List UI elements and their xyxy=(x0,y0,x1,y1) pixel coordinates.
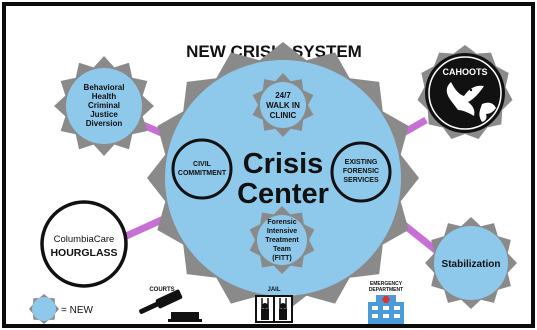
legend-new-swatch xyxy=(32,297,56,321)
fitt-line3: Treatment xyxy=(265,237,299,244)
fitt-node: Forensic Intensive Treatment Team (FITT) xyxy=(249,206,315,274)
columbiacare-node: ColumbiaCare HOURGLASS xyxy=(40,200,128,288)
columbiacare-logo xyxy=(40,200,128,288)
existing-forensic-services-line1: EXISTING xyxy=(345,159,378,166)
walk-in-clinic-node: 24/7 WALK IN CLINIC xyxy=(252,73,314,137)
fitt-line5: (FITT) xyxy=(272,255,291,262)
behavioral-health-line3: Criminal xyxy=(88,101,120,110)
crisis-center-label-line1: Crisis xyxy=(243,148,324,180)
walk-in-clinic-circle xyxy=(260,82,306,128)
crisis-system-diagram: NEW CRISIS SYSTEM Crisis Center 24/7 WAL… xyxy=(29,42,517,324)
columbiacare-label-line1: ColumbiaCare xyxy=(54,234,115,245)
behavioral-health-line1: Behavioral xyxy=(84,83,125,92)
crisis-center-label-line2: Center xyxy=(237,178,329,210)
civil-commitment-line2: COMMITMENT xyxy=(178,170,227,177)
legend: = NEW xyxy=(29,294,94,324)
legend-label: = NEW xyxy=(61,305,94,316)
courts-label: COURTS xyxy=(149,287,174,293)
civil-commitment-node: CIVIL COMMITMENT xyxy=(171,138,233,200)
walk-in-clinic-line1: 24/7 xyxy=(275,91,291,100)
behavioral-health-line4: Justice xyxy=(90,110,118,119)
walk-in-clinic-line3: CLINIC xyxy=(270,111,297,120)
gavel-icon xyxy=(139,289,202,322)
existing-forensic-services-line3: SERVICES xyxy=(343,177,379,184)
walk-in-clinic-line2: WALK IN xyxy=(266,101,300,110)
fitt-line2: Intensive xyxy=(267,228,297,235)
stabilization-label: Stabilization xyxy=(442,259,501,270)
emergency-department-line1: EMERGENCY xyxy=(370,281,403,287)
columbiacare-label-line2: HOURGLASS xyxy=(50,247,117,259)
jail-bars-icon xyxy=(255,295,293,323)
civil-commitment-line1: CIVIL xyxy=(193,161,212,168)
hospital-icon xyxy=(368,295,404,324)
connector-columbiacare xyxy=(124,214,168,240)
cahoots-logo xyxy=(425,53,505,133)
behavioral-health-line5: Diversion xyxy=(86,119,123,128)
jail-group: JAIL xyxy=(255,287,293,323)
behavioral-health-line2: Health xyxy=(92,92,117,101)
crisis-center-circle xyxy=(165,60,401,296)
cahoots-node: CAHOOTS xyxy=(417,45,513,140)
fitt-line4: Team xyxy=(273,246,291,253)
courts-group: COURTS xyxy=(139,287,202,322)
cahoots-label: CAHOOTS xyxy=(443,67,488,77)
dove-icon xyxy=(446,82,496,122)
existing-forensic-services-line2: FORENSIC xyxy=(343,168,379,175)
jail-label: JAIL xyxy=(267,287,280,293)
crisis-center-node: Crisis Center xyxy=(147,42,419,314)
stabilization-node: Stabilization xyxy=(425,217,517,309)
emergency-department-group: EMERGENCY DEPARTMENT xyxy=(368,281,404,324)
stabilization-circle xyxy=(434,226,508,300)
existing-forensic-services-circle xyxy=(330,141,392,203)
existing-forensic-services-node: EXISTING FORENSIC SERVICES xyxy=(330,141,392,203)
cahoots-logo-ring xyxy=(428,56,502,130)
behavioral-health-circle xyxy=(66,68,142,144)
fitt-line1: Forensic xyxy=(267,219,296,226)
emergency-department-line2: DEPARTMENT xyxy=(369,287,403,293)
fitt-circle xyxy=(257,215,307,265)
civil-commitment-circle xyxy=(171,138,233,200)
behavioral-health-node: Behavioral Health Criminal Justice Diver… xyxy=(54,56,154,156)
